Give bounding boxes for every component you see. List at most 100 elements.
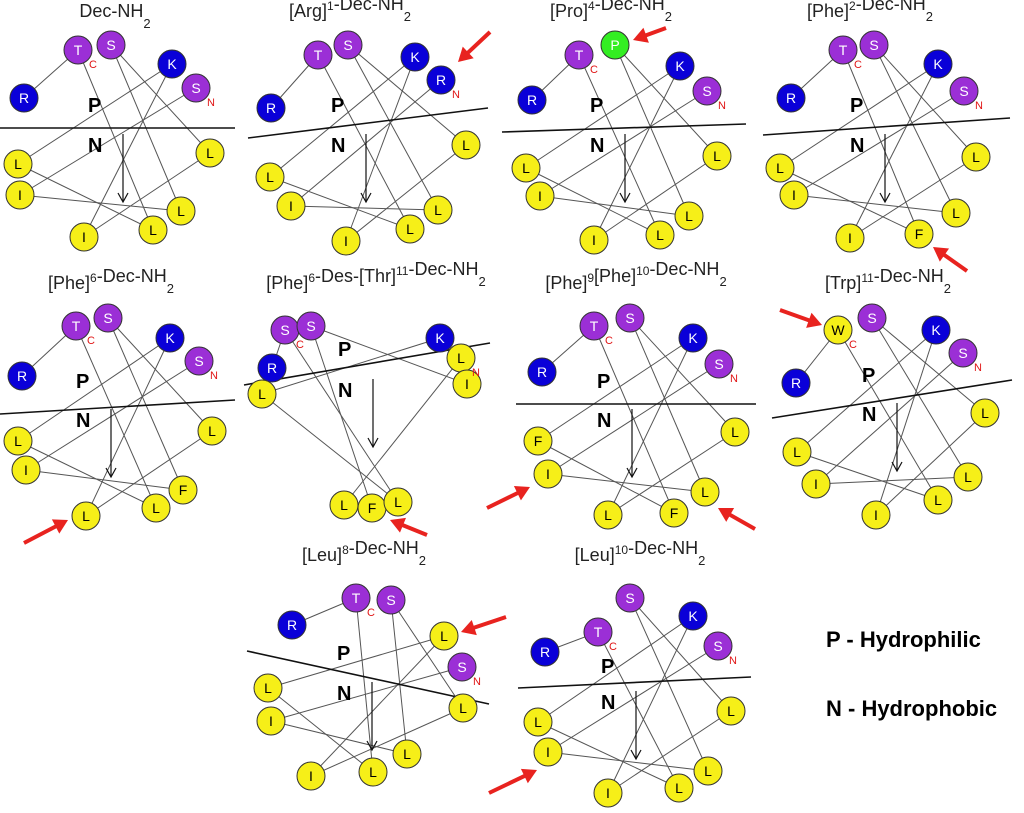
n-terminus-label: N — [729, 655, 737, 667]
svg-text:L: L — [776, 160, 784, 176]
svg-text:L: L — [656, 227, 664, 243]
helix-connector — [25, 360, 200, 471]
helix-connector — [815, 352, 964, 485]
helix-connector — [343, 357, 462, 506]
svg-text:R: R — [436, 72, 446, 88]
residue-F: F — [357, 493, 387, 523]
helix-connector — [539, 90, 708, 197]
helix-connector — [110, 44, 211, 154]
svg-text:L: L — [264, 680, 272, 696]
residue-I: I — [835, 223, 865, 253]
moment-arrow-head — [367, 437, 379, 449]
svg-text:I: I — [546, 466, 550, 482]
svg-text:L: L — [952, 205, 960, 221]
substitution-arrow-head — [806, 312, 822, 328]
substitution-arrow-head — [51, 519, 68, 534]
svg-text:I: I — [309, 768, 313, 784]
svg-text:L: L — [701, 484, 709, 500]
svg-text:L: L — [14, 433, 22, 449]
helix-connector — [875, 412, 986, 516]
svg-text:W: W — [831, 322, 845, 338]
helix-connector — [796, 451, 939, 501]
helix-connector — [537, 337, 694, 442]
residue-R: R — [9, 83, 39, 113]
helix-connector — [607, 710, 732, 794]
substitution-arrow — [940, 251, 969, 273]
legend-hydrophobic: N - Hydrophobic — [826, 696, 998, 721]
residue-I: I — [533, 737, 563, 767]
helix-connector — [310, 325, 468, 385]
helix-connector — [310, 635, 445, 777]
residue-K: K — [921, 315, 951, 345]
residue-S: S — [270, 315, 300, 345]
residue-L: L — [255, 162, 285, 192]
residue-I: I — [296, 761, 326, 791]
helix-connector — [19, 194, 182, 212]
svg-text:R: R — [537, 364, 547, 380]
residue-L: L — [448, 693, 478, 723]
residue-S: S — [96, 30, 126, 60]
panel-title: Dec-NH2 — [79, 1, 150, 31]
residue-R: R — [530, 637, 560, 667]
residue-L: L — [71, 501, 101, 531]
residue-S: S — [333, 30, 363, 60]
helix-connector — [578, 54, 661, 236]
residue-L: L — [523, 707, 553, 737]
residue-L: L — [690, 477, 720, 507]
svg-text:L: L — [457, 350, 465, 366]
residue-F: F — [168, 475, 198, 505]
svg-text:T: T — [352, 590, 361, 606]
residue-L: L — [765, 153, 795, 183]
residue-I: I — [593, 778, 623, 808]
substitution-arrow — [463, 30, 492, 57]
helix-connector — [875, 329, 937, 516]
svg-text:R: R — [540, 644, 550, 660]
svg-text:L: L — [704, 763, 712, 779]
residue-L: L — [970, 398, 1000, 428]
svg-text:S: S — [702, 83, 711, 99]
residue-S: S — [296, 311, 326, 341]
svg-text:I: I — [814, 476, 818, 492]
helix-connector — [607, 337, 694, 516]
residue-S: S — [93, 303, 123, 333]
svg-text:T: T — [74, 42, 83, 58]
residue-K: K — [155, 323, 185, 353]
helix-connector — [871, 317, 969, 478]
residue-L: L — [923, 485, 953, 515]
svg-text:K: K — [933, 56, 943, 72]
residue-L: L — [693, 756, 723, 786]
svg-text:L: L — [731, 424, 739, 440]
helix-connector — [355, 597, 374, 773]
helix-connector — [261, 393, 399, 503]
hemisphere-divider — [771, 379, 1013, 419]
residue-S: S — [692, 76, 722, 106]
c-terminus-label: C — [849, 339, 857, 351]
svg-text:L: L — [206, 145, 214, 161]
moment-arrow-head — [626, 467, 638, 479]
hydrophilic-face-label: P — [88, 95, 101, 117]
svg-text:I: I — [18, 187, 22, 203]
n-terminus-label: N — [472, 367, 480, 379]
helix-connector — [537, 440, 675, 514]
svg-text:I: I — [792, 187, 796, 203]
residue-I: I — [331, 226, 361, 256]
hydrophilic-face-label: P — [862, 365, 875, 387]
n-terminus-label: N — [974, 362, 982, 374]
svg-text:L: L — [981, 405, 989, 421]
helix-connector — [107, 317, 213, 432]
helix-connector — [849, 63, 939, 239]
svg-text:S: S — [386, 592, 395, 608]
hemisphere-divider — [247, 107, 489, 139]
helix-connector — [17, 440, 157, 509]
helix-connector — [17, 337, 171, 442]
residue-L: L — [395, 214, 425, 244]
residue-L: L — [953, 462, 983, 492]
residue-F: F — [659, 498, 689, 528]
substitution-arrow — [725, 511, 756, 531]
svg-text:I: I — [538, 188, 542, 204]
helix-connector — [390, 599, 464, 709]
residue-I: I — [533, 459, 563, 489]
hydrophobic-face-label: N — [850, 135, 864, 157]
